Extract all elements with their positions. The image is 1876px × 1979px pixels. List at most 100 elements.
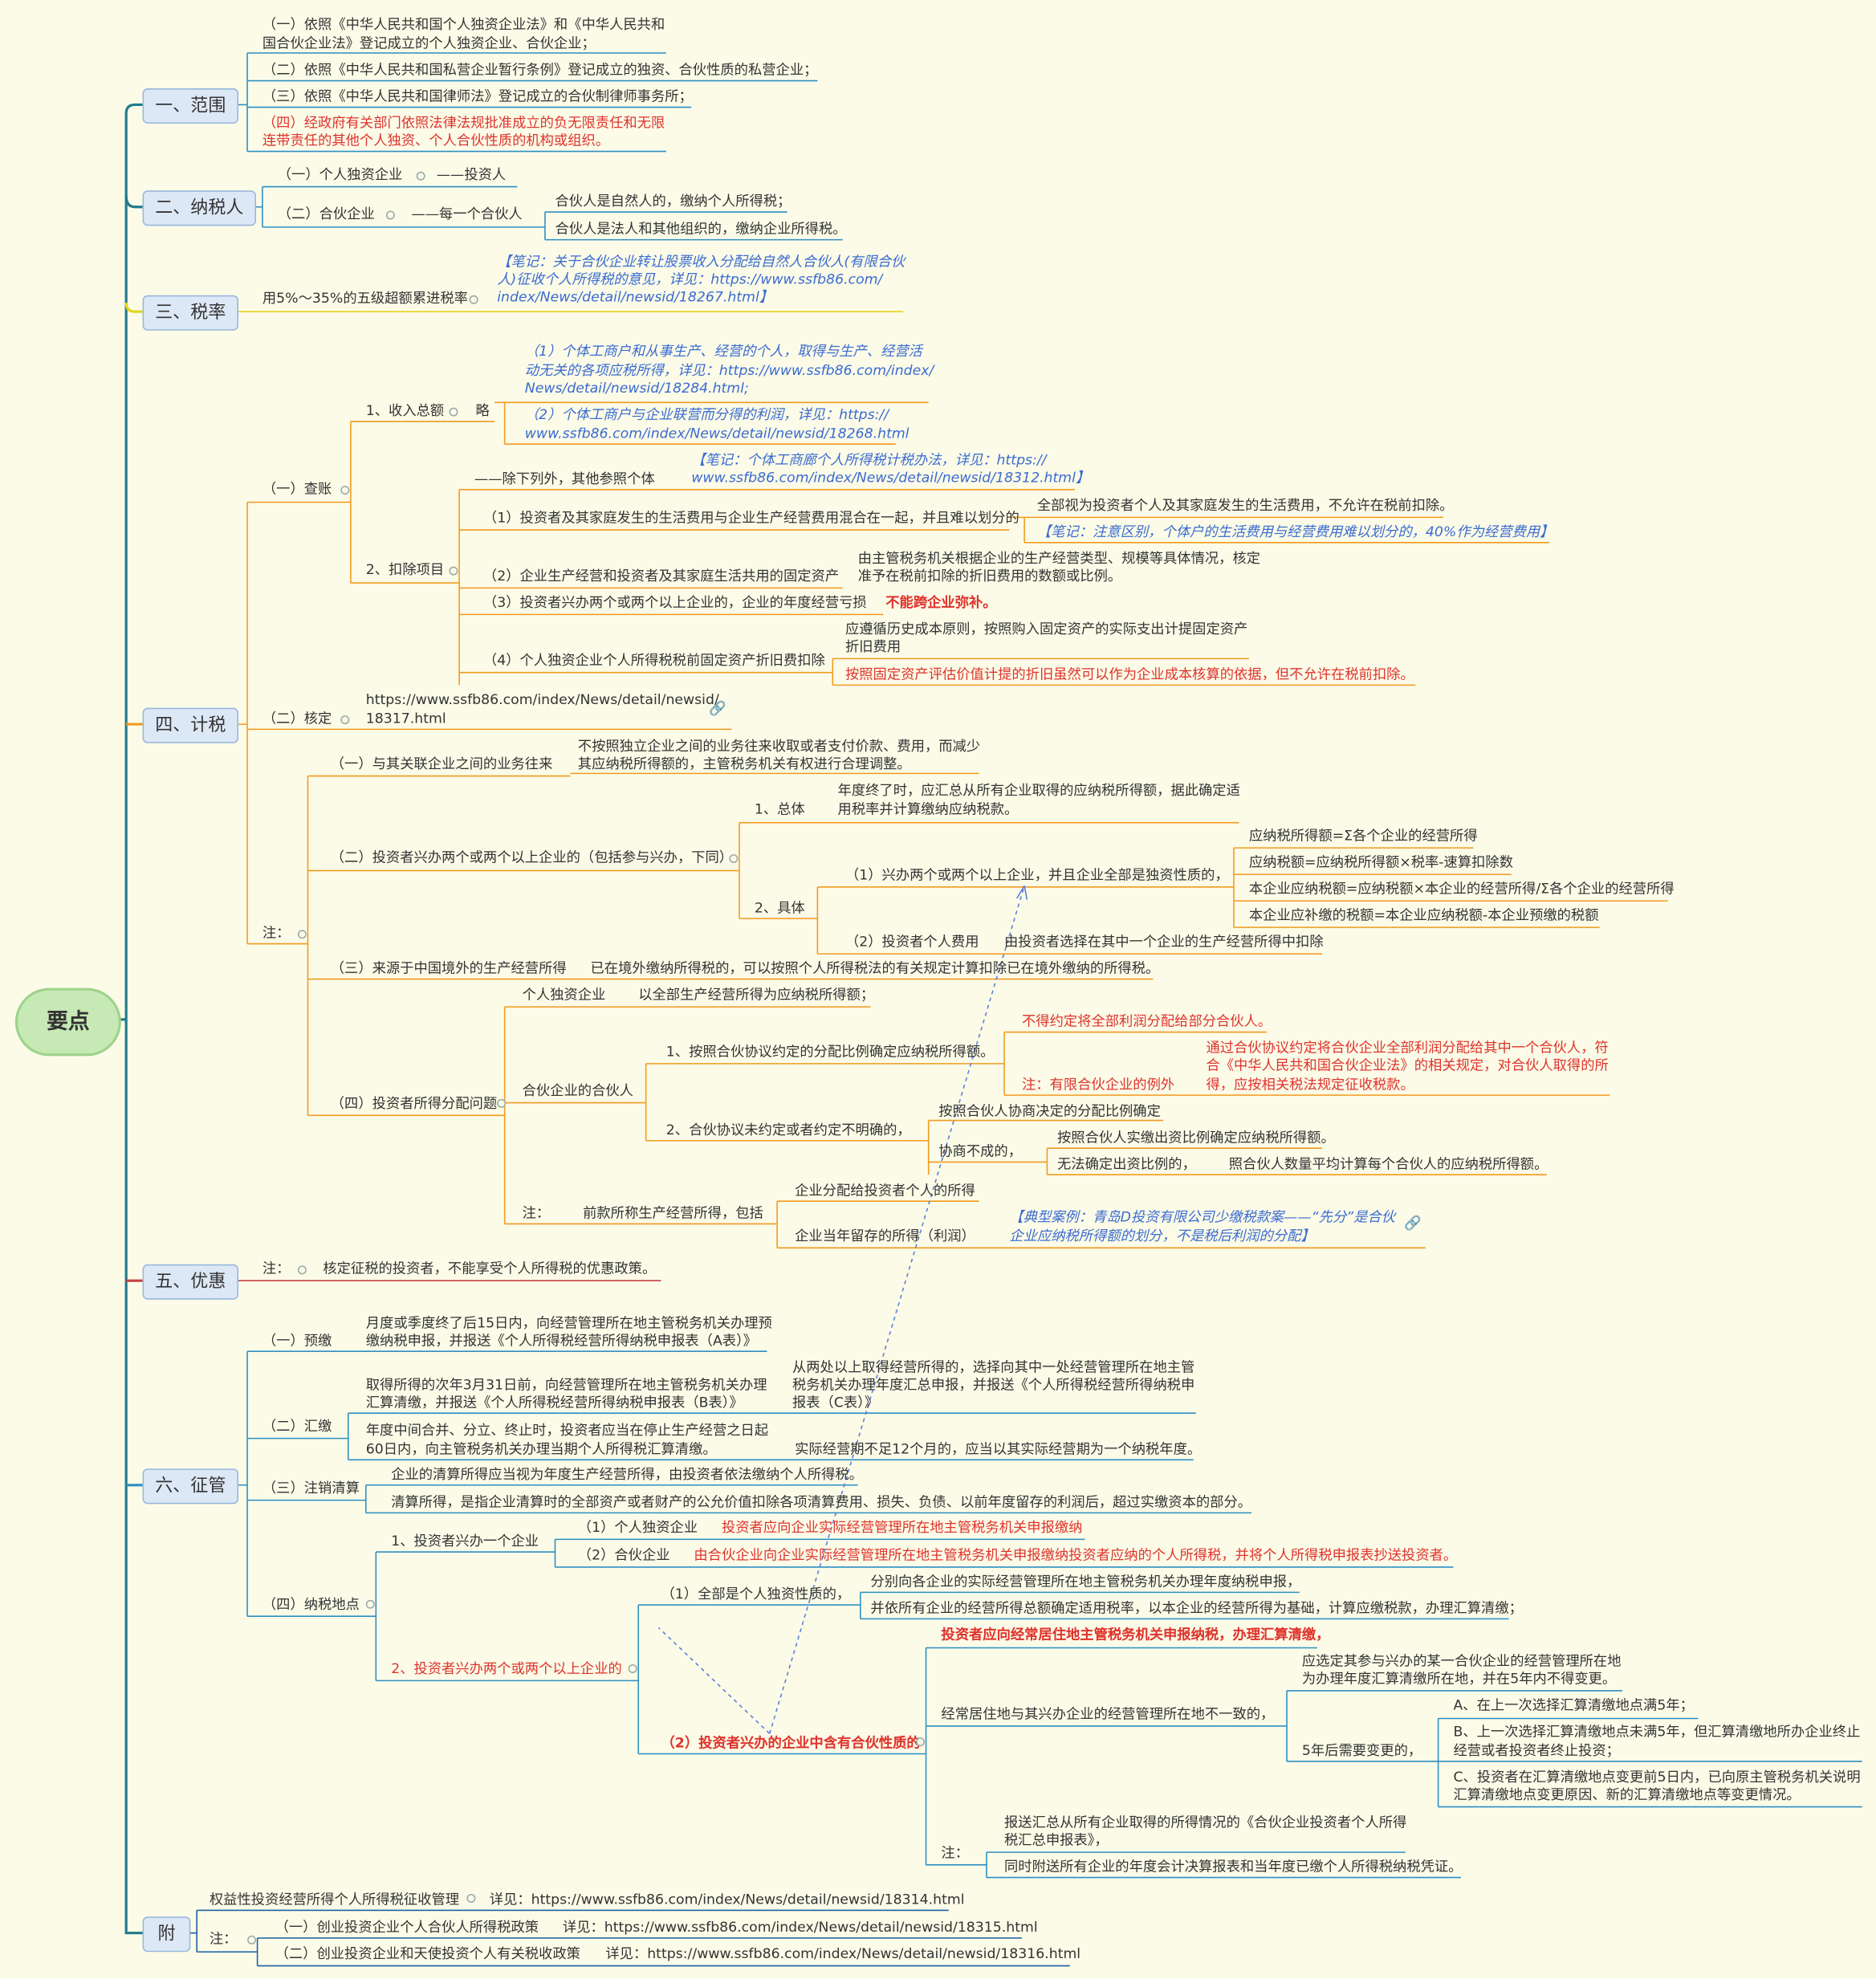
place-multi-partner-rule: 投资者应向经常居住地主管税务机关申报纳税，办理汇算清缴， (941, 1626, 1330, 1643)
collapse-toggle[interactable] (497, 1098, 507, 1108)
collapse-toggle[interactable] (729, 853, 739, 863)
scope-item-1b: 国合伙企业法》登记成立的个人独资企业、合伙企业； (262, 35, 596, 52)
taxpayer-sole: （一）个人独资企业 (277, 166, 403, 183)
dist-agreed-rule: 不得约定将全部利润分配给部分合伙人。 (1021, 1012, 1272, 1030)
place-note-1a: 报送汇总从所有企业取得的所得情况的《合伙企业投资者个人所得 (1003, 1814, 1407, 1831)
appendix-vc-angel-link[interactable]: 详见：https://www.ssfb86.com/index/News/det… (605, 1945, 1081, 1962)
dist-note-distributed: 企业分配给投资者个人的所得 (795, 1182, 975, 1199)
calc-note-related-result-a: 不按照独立企业之间的业务往来收取或者支付价款、费用，而减少 (577, 738, 981, 755)
appendix-vc-partner: （一）创业投资企业个人合伙人所得税政策 (275, 1919, 539, 1936)
case-note-b: 企业应纳税所得额的划分，不是税后利润的分配】 (1009, 1228, 1315, 1244)
collapse-toggle[interactable] (469, 295, 478, 304)
dist-note: 注： (522, 1204, 551, 1222)
calc-income-note2a: （2）个体工商户与企业联营而分得的利润，详见：https:// (524, 406, 889, 423)
calc-deduction-2-result-a: 由主管税务机关根据企业的生产经营类型、规模等具体情况，核定 (857, 550, 1261, 567)
topic-admin[interactable]: 六、征管 (142, 1468, 239, 1505)
dist-no-capital: 无法确定出资比例的， (1057, 1155, 1196, 1173)
collapse-toggle[interactable] (297, 930, 307, 939)
topic-rate[interactable]: 三、税率 (142, 295, 239, 331)
place-multi-sole-2: 并依所有企业的经营所得总额确定适用税率，以本企业的经营所得为基础，计算应缴税款，… (870, 1599, 1523, 1617)
topic-taxpayer[interactable]: 二、纳税人 (142, 190, 257, 226)
dist-note-text: 前款所称生产经营所得，包括 (583, 1204, 763, 1222)
dist-agreed: 1、按照合伙协议约定的分配比例确定应纳税所得额。 (665, 1043, 995, 1061)
collapse-toggle[interactable] (340, 715, 350, 725)
calc-deduction-4-result-b: 折旧费用 (844, 638, 901, 655)
place-change-b1: B、上一次选择汇算清缴地点未满5年，但汇算清缴地所办企业终止 (1453, 1723, 1861, 1741)
rate-note-3: index/News/detail/newsid/18267.html】 (497, 288, 774, 306)
topic-calc[interactable]: 四、计税 (142, 707, 239, 743)
calc-note-related-result-b: 其应纳税所得额的，主管税务机关有权进行合理调整。 (577, 755, 911, 772)
taxpayer-partner-legal: 合伙人是法人和其他组织的，缴纳企业所得税。 (555, 221, 847, 238)
calc-income-note1b: 动无关的各项应税所得，详见：https://www.ssfb86.com/ind… (524, 362, 934, 379)
formula-2: 应纳税额=应纳税所得额×税率-速算扣除数 (1248, 853, 1513, 871)
calc-assessed-url-a[interactable]: https://www.ssfb86.com/index/News/detail… (365, 691, 719, 708)
scope-item-3: （三）依照《中华人民共和国律师法》登记成立的合伙制律师事务所； (262, 88, 693, 105)
collapse-toggle[interactable] (247, 1935, 257, 1944)
calc-income-note1a: （1）个体工商户和从事生产、经营的个人，取得与生产、经营活 (524, 343, 922, 360)
calc-note-multi: （二）投资者兴办两个或两个以上企业的（包括参与兴办，下同） (330, 849, 734, 866)
case-note-a: 【典型案例：青岛D投资有限公司少缴税款案——“先分”是合伙 (1009, 1208, 1395, 1226)
calc-deduction-1-result: 全部视为投资者个人及其家庭发生的生活费用，不允许在税前扣除。 (1036, 497, 1454, 514)
collapse-toggle[interactable] (340, 486, 350, 495)
calc-deduction-3: （3）投资者兴办两个或两个以上企业的，企业的年度经营亏损 (482, 594, 867, 611)
collapse-toggle[interactable] (449, 566, 458, 576)
calc-note-related: （一）与其关联企业之间的业务往来 (330, 755, 553, 772)
calc-audit: （一）查账 (262, 480, 332, 498)
taxpayer-sole-result: ——投资人 (436, 166, 507, 183)
collapse-toggle[interactable] (385, 210, 395, 220)
formula-3: 本企业应纳税额=应纳税额×本企业的经营所得/Σ各个企业的经营所得 (1248, 880, 1675, 898)
calc-deduction-note-b: www.ssfb86.com/index/News/detail/newsid/… (691, 469, 1090, 487)
calc-note: 注： (262, 924, 291, 942)
scope-item-1a: （一）依照《中华人民共和国个人独资企业法》和《中华人民共和 (262, 16, 665, 33)
dist-failed: 协商不成的， (938, 1142, 1022, 1160)
admin-settle-2r: 实际经营期不足12个月的，应当以其实际经营期为一个纳税年度。 (795, 1440, 1202, 1458)
admin-settle-1b: 汇算清缴，并报送《个人所得税经营所得纳税申报表（B表）》 (365, 1394, 743, 1411)
appendix-equity: 权益性投资经营所得个人所得税征收管理 (209, 1891, 460, 1908)
calc-note-specific: 2、具体 (754, 899, 805, 916)
place-single-sole: （1）个人独资企业 (577, 1519, 698, 1536)
collapse-toggle[interactable] (915, 1737, 925, 1747)
place-select-b: 为办理年度汇算清缴所在地，并在5年内不得变更。 (1301, 1670, 1617, 1688)
formula-4: 本企业应补缴的税额=本企业应纳税额-本企业预缴的税额 (1248, 906, 1599, 924)
collapse-toggle[interactable] (449, 407, 458, 417)
place-change-a: A、在上一次选择汇算清缴地点满5年； (1453, 1696, 1694, 1714)
place-select-a: 应选定其参与兴办的某一合伙企业的经营管理所在地 (1301, 1652, 1622, 1670)
place-multi-sole: （1）全部是个人独资性质的， (661, 1586, 851, 1602)
dist-unclear: 2、合伙协议未约定或者约定不明确的， (665, 1122, 911, 1138)
collapse-toggle[interactable] (416, 171, 425, 181)
admin-settle-1a: 取得所得的次年3月31日前，向经营管理所在地主管税务机关办理 (365, 1376, 767, 1394)
calc-note-sole-multi: （1）兴办两个或两个以上企业，并且企业全部是独资性质的， (844, 866, 1229, 884)
place-single: 1、投资者兴办一个企业 (391, 1533, 539, 1549)
appendix-equity-link[interactable]: 详见：https://www.ssfb86.com/index/News/det… (489, 1891, 965, 1908)
place-multi-partner: （2）投资者兴办的企业中含有合伙性质的 (661, 1734, 921, 1752)
collapse-toggle[interactable] (628, 1663, 637, 1673)
place-change: 5年后需要变更的， (1301, 1742, 1422, 1759)
root-node[interactable]: 要点 (14, 987, 121, 1057)
topic-appendix[interactable]: 附 (142, 1916, 191, 1953)
admin-prepay-b: 缴纳税申报，并报送《个人所得税经营所得纳税申报表（A表）》 (365, 1332, 758, 1350)
place-single-partner: （2）合伙企业 (577, 1546, 670, 1564)
appendix-vc-partner-link[interactable]: 详见：https://www.ssfb86.com/index/News/det… (562, 1919, 1038, 1936)
collapse-toggle[interactable] (466, 1893, 476, 1903)
topic-scope[interactable]: 一、范围 (142, 88, 239, 124)
dist-sole: 个人独资企业 (522, 986, 606, 1004)
calc-note-distribution: （四）投资者所得分配问题 (330, 1095, 498, 1112)
admin-settle: （二）汇缴 (262, 1418, 332, 1435)
taxpayer-partner: （二）合伙企业 (277, 206, 375, 222)
calc-deduction-3-result: 不能跨企业弥补。 (885, 594, 997, 611)
link-icon[interactable]: 🔗 (1404, 1215, 1422, 1232)
appendix-note: 注： (209, 1930, 238, 1947)
place-residence-differs: 经常居住地与其兴办企业的经营管理所在地不一致的， (941, 1705, 1275, 1723)
calc-deduction-4: （4）个人独资企业个人所得税税前固定资产折旧费扣除 (482, 652, 825, 669)
calc-deduction-1-note: 【笔记：注意区别，个体户的生活费用与经营费用难以划分的，40%作为经营费用】 (1036, 523, 1554, 540)
calc-note-foreign-result: 已在境外缴纳所得税的，可以按照个人所得税法的有关规定计算扣除已在境外缴纳的所得税… (590, 959, 1160, 977)
admin-settle-2b: 60日内，向主管税务机关办理当期个人所得税汇算清缴。 (365, 1440, 717, 1458)
place-multi-sole-1: 分别向各企业的实际经营管理所在地主管税务机关办理年度纳税申报， (870, 1573, 1301, 1590)
place-note-1b: 税汇总申报表》， (1003, 1831, 1109, 1849)
collapse-toggle[interactable] (297, 1265, 307, 1275)
collapse-toggle[interactable] (365, 1599, 375, 1609)
link-icon[interactable]: 🔗 (709, 700, 726, 717)
dist-partner: 合伙企业的合伙人 (522, 1082, 633, 1099)
calc-assessed-url-b[interactable]: 18317.html (365, 710, 446, 727)
topic-pref[interactable]: 五、优惠 (142, 1264, 239, 1300)
